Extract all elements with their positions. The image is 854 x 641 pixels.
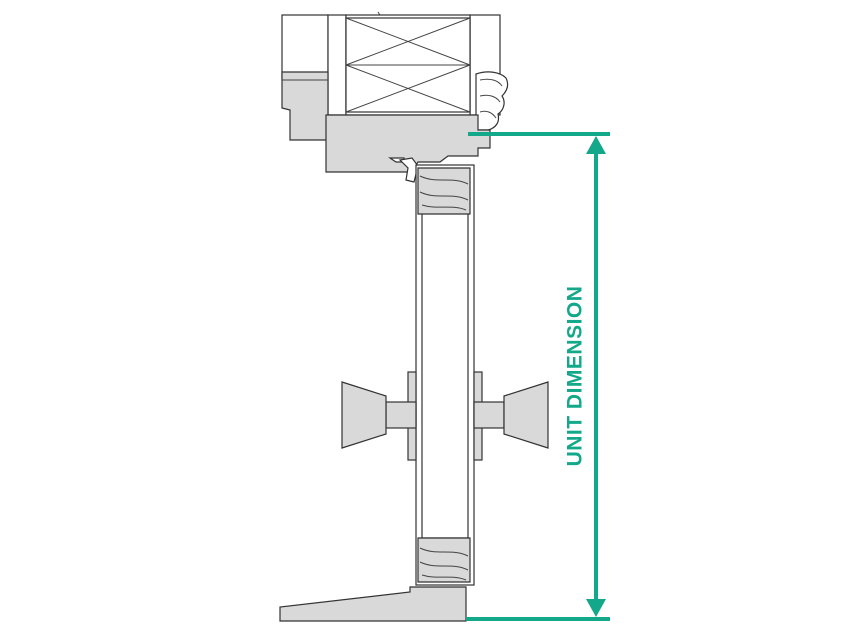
bottom-rail xyxy=(417,537,471,583)
weatherstrip-clip xyxy=(388,157,419,183)
dimension-arrow-bottom xyxy=(586,599,606,617)
dimension-label: UNIT DIMENSION xyxy=(564,286,587,467)
threshold-sill xyxy=(279,586,467,622)
lockset xyxy=(385,371,505,461)
dimension-arrow-top xyxy=(586,136,606,154)
exterior-brickmould xyxy=(475,71,509,131)
top-rail xyxy=(417,167,471,215)
exterior-knob xyxy=(503,381,549,449)
unit-dimension-indicator: UNIT DIMENSION xyxy=(466,132,610,621)
door-slab xyxy=(415,164,475,586)
interior-casing xyxy=(281,71,329,141)
insulation-block xyxy=(345,14,471,116)
interior-knob xyxy=(341,381,387,449)
